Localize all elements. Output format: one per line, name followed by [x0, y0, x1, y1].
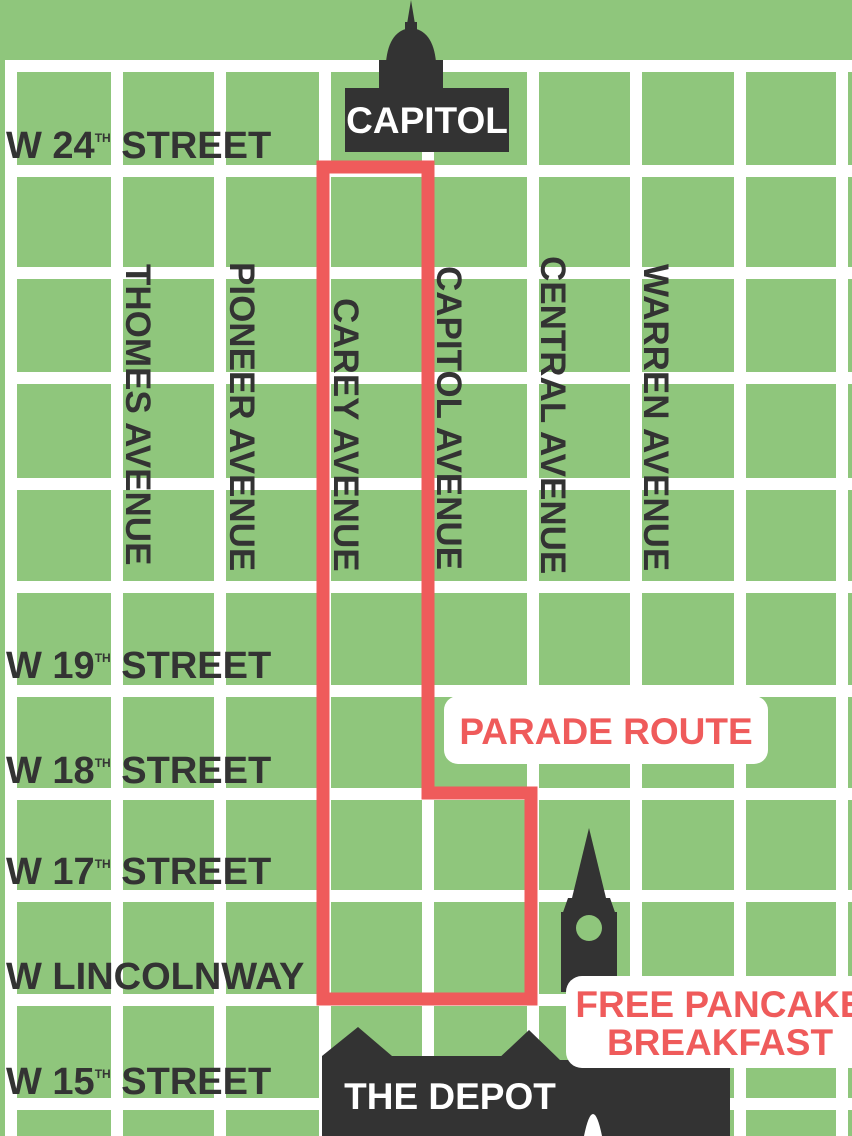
road-v8 — [734, 60, 746, 1136]
road-pioneer — [214, 60, 226, 1136]
depot-doorway — [584, 1114, 602, 1136]
street-label-w15: W 15TH STREET — [6, 1061, 271, 1103]
parade-route-line — [316, 160, 538, 1006]
capitol-label-box — [345, 88, 509, 152]
parade-route-callout — [444, 696, 768, 764]
pancake-label-line1: FREE PANCAKE — [575, 984, 852, 1025]
capitol-dome-icon — [379, 0, 443, 90]
pancake-callout — [566, 976, 852, 1068]
avenue-label-thomes: THOMES AVENUE — [118, 264, 157, 565]
road-warren — [630, 60, 642, 1136]
avenue-label-capitol: CAPITOL AVENUE — [429, 266, 468, 570]
capitol-label: CAPITOL — [346, 100, 508, 141]
street-label-w17: W 17TH STREET — [6, 851, 271, 893]
street-label-lincolnway: W LINCOLNWAY — [6, 956, 304, 998]
depot-building-icon — [322, 1027, 730, 1136]
street-label-w24: W 24TH STREET — [6, 125, 271, 167]
avenue-label-warren: WARREN AVENUE — [636, 264, 675, 571]
avenue-label-central: CENTRAL AVENUE — [533, 256, 572, 574]
avenue-label-carey: CAREY AVENUE — [326, 298, 365, 572]
avenue-label-pioneer: PIONEER AVENUE — [222, 262, 261, 571]
street-label-w18: W 18TH STREET — [6, 750, 271, 792]
road-v9 — [836, 60, 848, 1136]
depot-label: THE DEPOT — [344, 1076, 556, 1117]
pancake-label-line2: BREAKFAST — [607, 1022, 834, 1063]
parade-route-label: PARADE ROUTE — [459, 711, 752, 752]
road-v1 — [5, 60, 17, 1136]
road-thomes — [111, 60, 123, 1136]
clock-face — [576, 915, 602, 941]
street-label-w19: W 19TH STREET — [6, 645, 271, 687]
